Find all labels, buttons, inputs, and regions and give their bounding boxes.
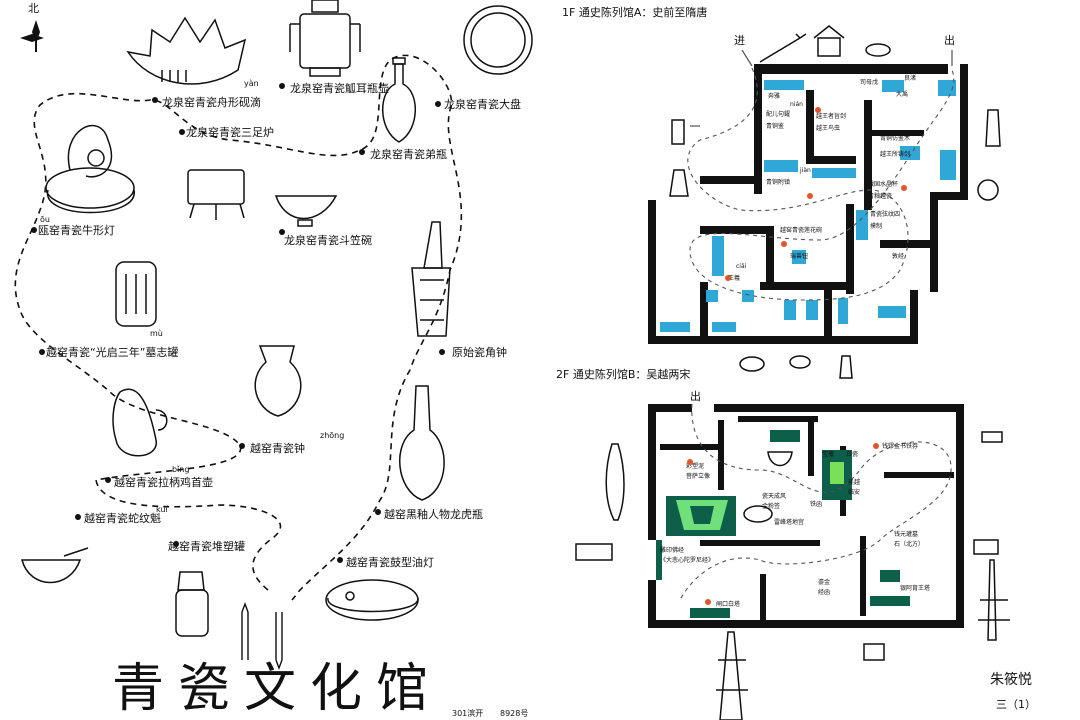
proto-porcelain-bell-drawing bbox=[411, 221, 451, 337]
svg-text:石（北方）: 石（北方） bbox=[894, 540, 924, 548]
exhibit-label-14: 越窑青瓷堆塑罐 bbox=[168, 539, 245, 553]
funerary-jar-drawing bbox=[175, 571, 209, 637]
svg-text:银阿育王塔: 银阿育王塔 bbox=[900, 584, 930, 592]
svg-text:青瓷弦纹四: 青瓷弦纹四 bbox=[870, 210, 900, 218]
svg-text:钱元瓘墓: 钱元瓘墓 bbox=[894, 530, 918, 538]
svg-text:越王所铸剑: 越王所铸剑 bbox=[880, 150, 910, 158]
conical-bowl-drawing bbox=[274, 195, 338, 227]
svg-text:王羲: 王羲 bbox=[728, 274, 740, 282]
exhibit-label-5: 龙泉窑青瓷弟瓶 bbox=[370, 147, 447, 161]
signature-name: 朱筱悦 bbox=[990, 671, 1032, 688]
floor2-exit: 出 bbox=[690, 389, 701, 403]
svg-text:钱镠金书铁券: 钱镠金书铁券 bbox=[882, 442, 918, 450]
large-plate-drawing bbox=[463, 5, 533, 75]
exhibit-label-11: 越窑青瓷拉柄鸡首壶 bbox=[114, 475, 213, 489]
exhibit-label-2: 龙泉窑青瓷觚耳瓶壶 bbox=[290, 81, 389, 95]
floor1-entrance: 进 bbox=[734, 34, 745, 47]
svg-text:zhōng: zhōng bbox=[320, 431, 344, 440]
epitaph-jar-drawing bbox=[115, 261, 157, 327]
svg-text:白瓷: 白瓷 bbox=[846, 450, 858, 458]
mortar-bowl-drawing bbox=[21, 547, 89, 584]
exhibit-label-1: 龙泉窑青瓷舟形砚滴 bbox=[162, 95, 261, 109]
svg-text:雷峰塔地宫: 雷峰塔地宫 bbox=[774, 518, 804, 526]
svg-text:瑞兽钮: 瑞兽钮 bbox=[790, 252, 808, 260]
svg-text:菩萨立像: 菩萨立像 bbox=[686, 472, 710, 480]
svg-text:敦经: 敦经 bbox=[892, 252, 904, 260]
floor2-header: 2F 通史陈列馆B：吴越两宋 bbox=[556, 367, 690, 381]
svg-text:摸制: 摸制 bbox=[870, 222, 882, 230]
svg-text:吴越: 吴越 bbox=[848, 478, 860, 486]
oil-lamp-drawing bbox=[325, 579, 419, 621]
svg-text:瓷天成风: 瓷天成风 bbox=[762, 492, 786, 500]
tripod-censer-drawing bbox=[187, 169, 245, 220]
exhibit-label-13: 越窑青瓷蛇纹魁 bbox=[84, 511, 161, 525]
svg-text:大禹: 大禹 bbox=[896, 90, 908, 98]
north-label: 北 bbox=[28, 2, 39, 15]
floor1-plan bbox=[648, 64, 968, 344]
svg-text:临安: 临安 bbox=[848, 488, 860, 496]
svg-text:《大悲心陀罗尼经》: 《大悲心陀罗尼经》 bbox=[660, 556, 714, 564]
floor1-top-artifacts bbox=[669, 25, 1001, 379]
footer-code: 8928号 bbox=[500, 709, 528, 718]
floor1-exit: 出 bbox=[944, 33, 955, 47]
zhong-jar-drawing bbox=[254, 345, 302, 417]
svg-text:配儿句鑃: 配儿句鑃 bbox=[766, 110, 790, 118]
svg-text:ciǎi: ciǎi bbox=[736, 263, 747, 270]
exhibit-label-4: 龙泉窑青瓷三足炉 bbox=[186, 125, 274, 139]
ox-lamp-drawing bbox=[45, 124, 135, 214]
svg-text:mù: mù bbox=[150, 329, 163, 338]
svg-text:越王鸟虫: 越王鸟虫 bbox=[816, 124, 840, 132]
ewer-drawing bbox=[112, 388, 168, 457]
svg-text:铁函: 铁函 bbox=[810, 500, 822, 508]
svg-text:鎏金: 鎏金 bbox=[818, 578, 830, 586]
svg-text:青铜鉴: 青铜鉴 bbox=[766, 122, 784, 130]
svg-text:宝瓶: 宝瓶 bbox=[822, 450, 834, 458]
exhibit-label-7: 龙泉窑青瓷斗笠碗 bbox=[284, 233, 372, 247]
exhibit-label-3: 龙泉窑青瓷大盘 bbox=[444, 97, 521, 111]
exhibit-label-10: 越窑青瓷钟 bbox=[250, 441, 305, 455]
svg-text:越窑青瓷莲花碗: 越窑青瓷莲花碗 bbox=[780, 226, 822, 234]
svg-text:kuí: kuí bbox=[156, 505, 168, 514]
svg-text:经函: 经函 bbox=[818, 588, 830, 596]
svg-text:ōu: ōu bbox=[40, 215, 50, 224]
floor2-plan bbox=[648, 403, 964, 628]
svg-text:战国水晶杯: 战国水晶杯 bbox=[868, 180, 898, 188]
floor1-header: 1F 通史陈列馆A：史前至隋唐 bbox=[562, 5, 707, 19]
svg-text:奔雅: 奔雅 bbox=[768, 92, 780, 100]
svg-text:青釉越瓷: 青釉越瓷 bbox=[868, 192, 892, 200]
square-vessel-drawing bbox=[289, 0, 361, 77]
floor2-artifacts bbox=[575, 431, 1010, 720]
svg-text:jiàn: jiàn bbox=[799, 167, 811, 174]
svg-text:金粉签: 金粉签 bbox=[762, 502, 780, 510]
svg-text:青铜附镇: 青铜附镇 bbox=[766, 178, 790, 186]
exhibit-label-9: 原始瓷角钟 bbox=[452, 345, 507, 359]
svg-text:越王者旨剑: 越王者旨剑 bbox=[816, 112, 846, 120]
compass: 北 bbox=[20, 2, 44, 52]
signature-class: 三（1） bbox=[996, 698, 1036, 711]
svg-text:司母戊: 司母戊 bbox=[860, 78, 878, 86]
svg-text:bǐng: bǐng bbox=[172, 465, 189, 474]
svg-text:yàn: yàn bbox=[244, 79, 259, 88]
exhibit-label-15: 越窑青瓷鼓型油灯 bbox=[346, 555, 434, 569]
svg-text:青铜仿鉴木: 青铜仿鉴木 bbox=[880, 134, 910, 142]
svg-text:雕印佛经: 雕印佛经 bbox=[660, 546, 684, 554]
svg-text:nián: nián bbox=[790, 101, 803, 108]
exhibit-label-8: 越窑青瓷“光启三年”墓志罐 bbox=[46, 345, 178, 359]
exhibit-label-12: 越窑黑釉人物龙虎瓶 bbox=[384, 507, 483, 521]
boat-inkstone-drawing bbox=[126, 16, 247, 85]
svg-text:彩塑泥: 彩塑泥 bbox=[686, 462, 704, 470]
tall-vase-drawing bbox=[382, 57, 416, 143]
footer-note: 301滨开 bbox=[452, 708, 483, 718]
svg-text:良渚: 良渚 bbox=[904, 74, 916, 82]
dragon-tiger-vase-drawing bbox=[398, 385, 445, 501]
svg-text:闸口白塔: 闸口白塔 bbox=[716, 600, 740, 608]
map-title: 青瓷文化馆 bbox=[112, 659, 442, 719]
exhibit-label-6: 瓯窑青瓷牛形灯 bbox=[38, 223, 115, 237]
